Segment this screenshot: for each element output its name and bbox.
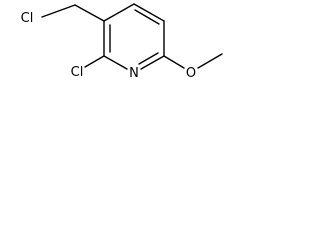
bond-c4-c5-inner [134,9,160,25]
atom-label-cl-top: Cl [21,11,34,26]
bond-c4-c5 [133,3,165,22]
atom-label-cl-bottom: Cl [71,65,84,80]
bond-n-c2 [103,55,128,70]
bond-c3-c4 [103,3,135,22]
atom-label-oxygen: O [186,66,196,81]
bond-o-ch3 [197,53,223,69]
atom-label-nitrogen: N [129,66,139,81]
bond-c6-n-inner [138,52,159,65]
chemical-structure-diagram: Cl Cl N O [21,3,223,81]
bond-c6-n [140,55,165,70]
bond-c3-ch2 [74,4,105,22]
bond-c2-cl [84,55,105,68]
bond-c6-o [163,55,185,69]
bond-ch2-cl [41,4,76,18]
